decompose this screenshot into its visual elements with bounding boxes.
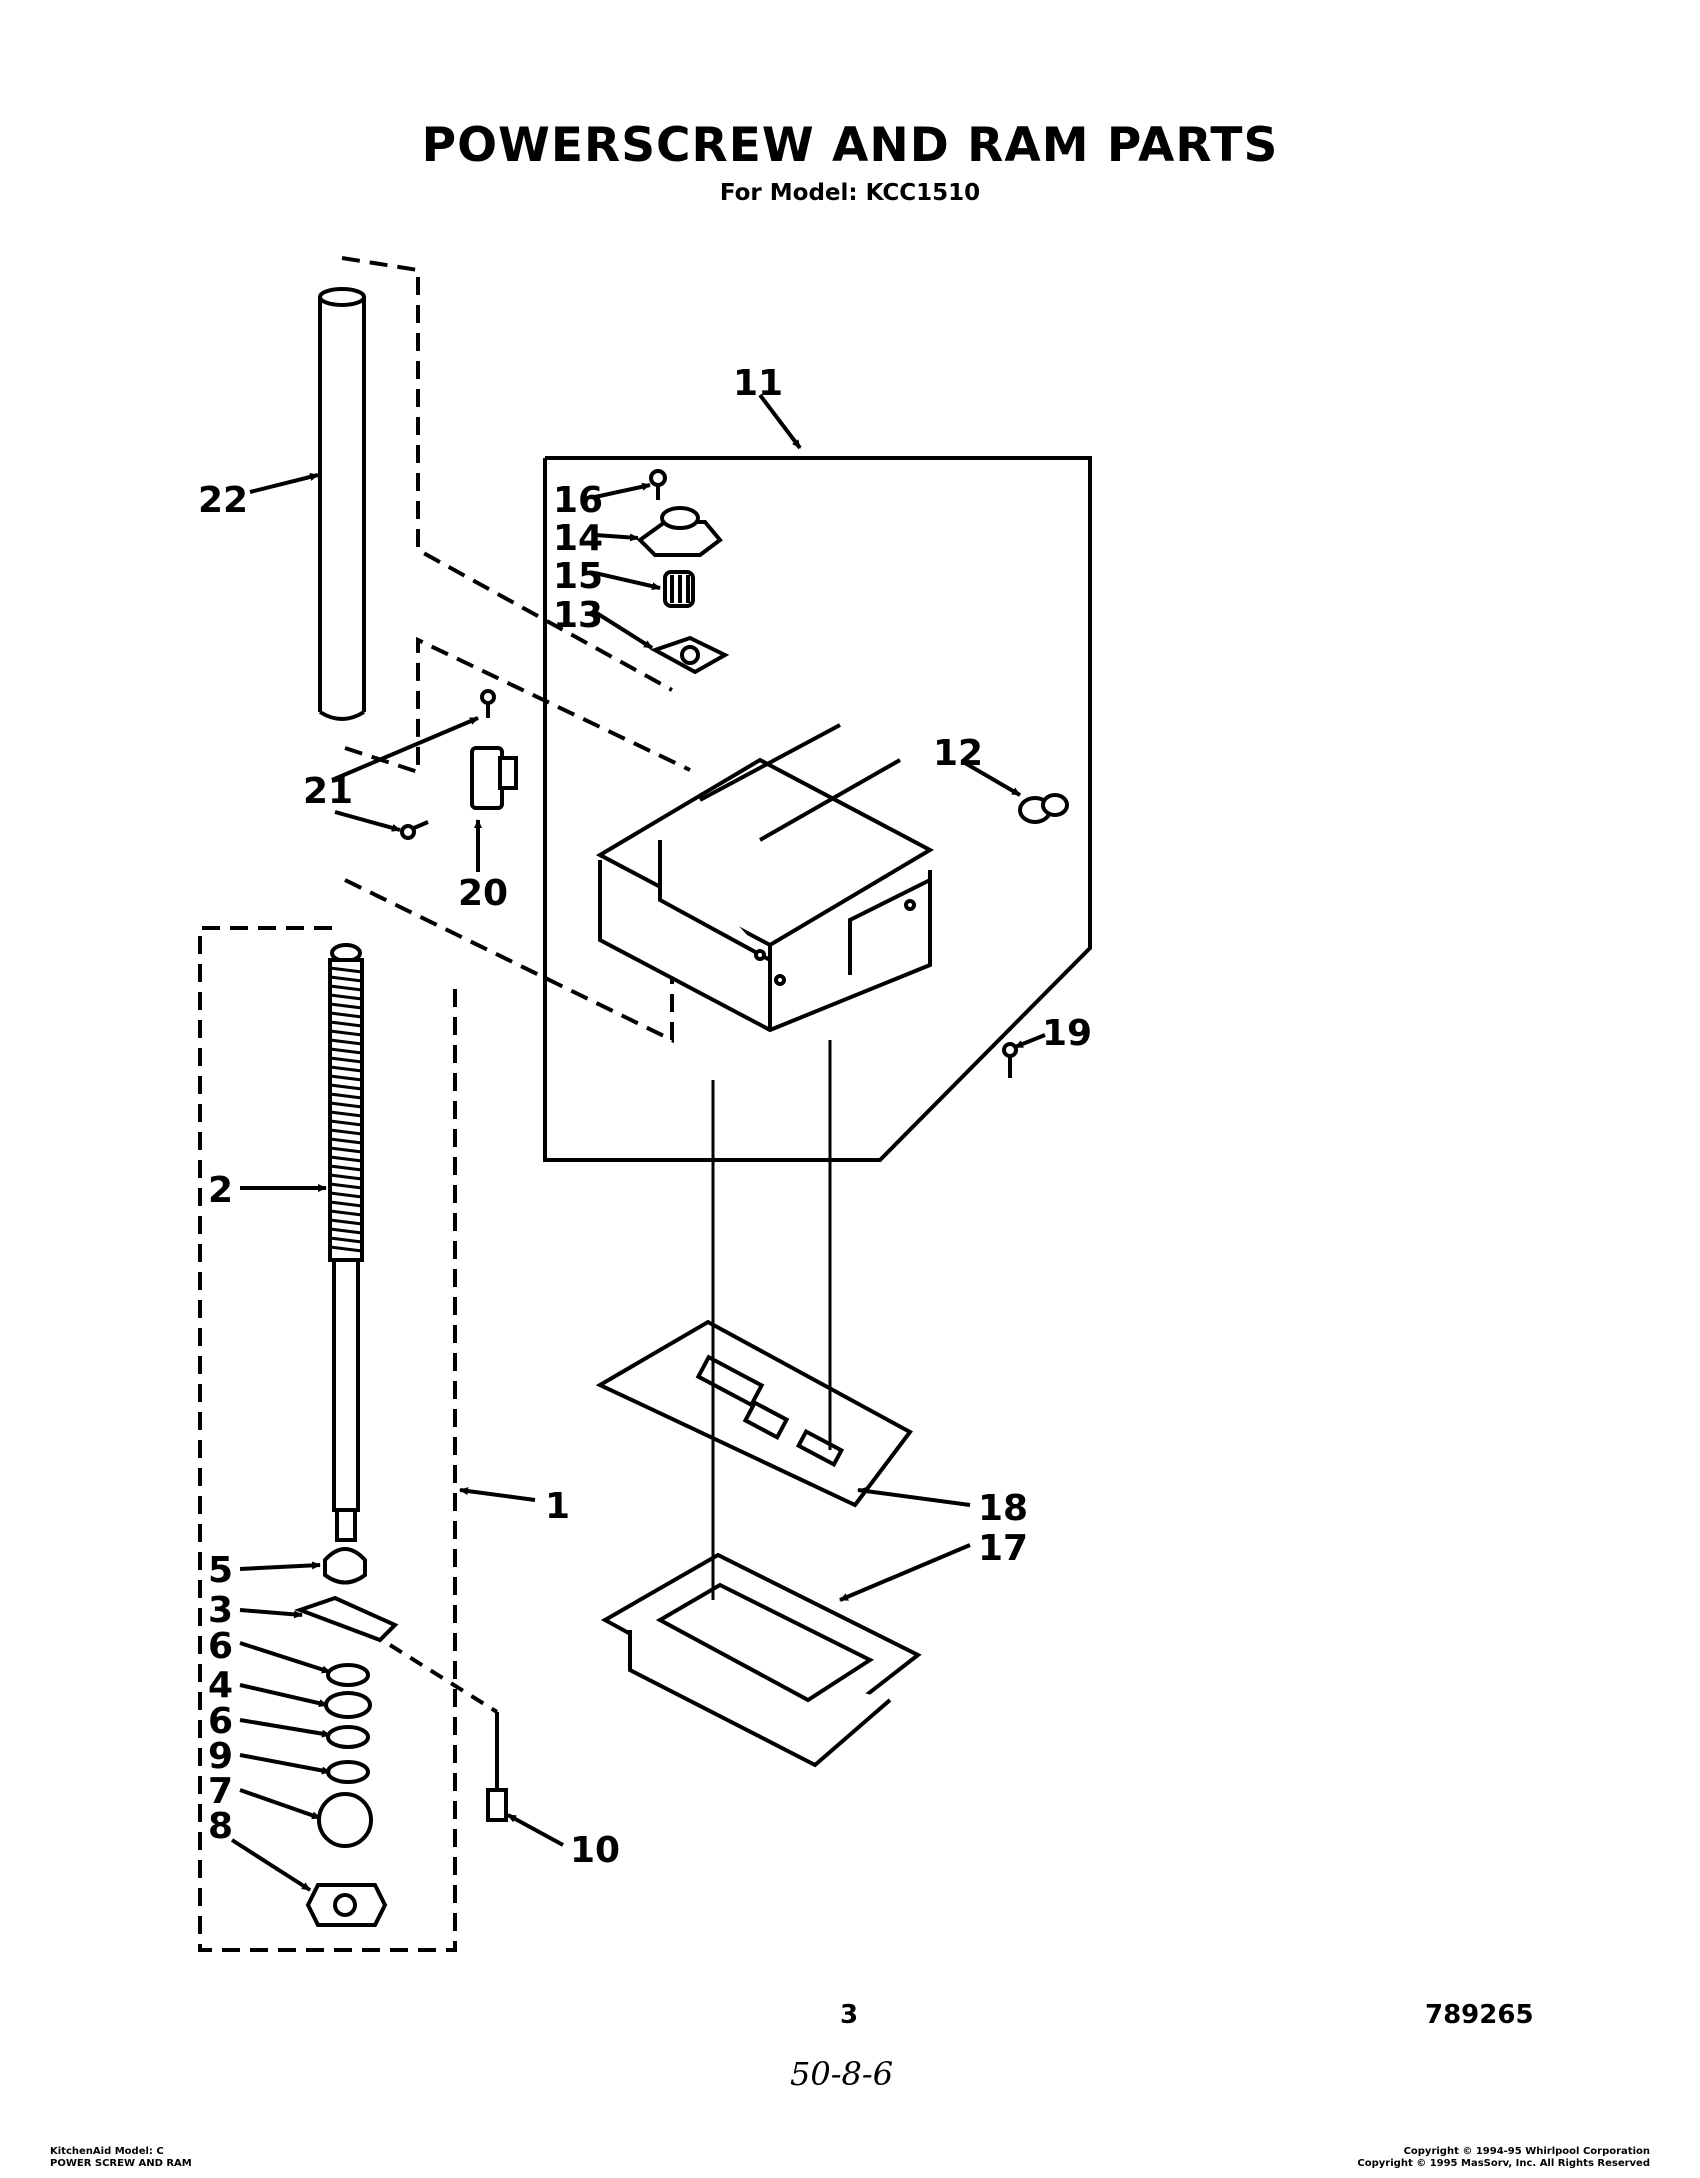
part-7-sprocket — [317, 1792, 373, 1848]
part-4-gear — [324, 1691, 372, 1719]
screw-thread-line — [329, 966, 363, 974]
copyright-line-2: Copyright © 1995 MasSorv, Inc. All Right… — [1357, 2158, 1650, 2169]
callout-21: 21 — [303, 771, 353, 812]
part-6-washer-lower — [326, 1725, 370, 1749]
screw-threads — [329, 966, 363, 1253]
screw-thread-line — [329, 1002, 363, 1010]
callout-6: 6 — [208, 1626, 233, 1667]
part-3-plate — [294, 1595, 399, 1643]
screw-thread-line — [329, 1038, 363, 1046]
part-9-washer — [326, 1760, 370, 1784]
callout-14: 14 — [553, 518, 603, 559]
copyright-line-1: Copyright © 1994-95 Whirlpool Corporatio… — [1403, 2146, 1650, 2157]
screw-thread-line — [329, 1101, 363, 1109]
screw-thread-line — [329, 1236, 363, 1244]
part-12-grommet — [1018, 793, 1069, 824]
dashed-leader-lines — [198, 256, 691, 1952]
screw-thread-line — [329, 984, 363, 992]
leader-arrows — [230, 393, 1046, 1892]
page-number: 3 — [840, 2000, 859, 2030]
callout-17: 17 — [978, 1528, 1028, 1569]
screw-thread-line — [329, 1029, 363, 1037]
part-6-washer — [326, 1663, 370, 1687]
callout-20: 20 — [458, 873, 508, 914]
assembly-11-box — [543, 456, 1092, 1162]
part-16-screw — [649, 469, 667, 500]
screw-thread-line — [329, 1011, 363, 1019]
screw-thread-line — [329, 1164, 363, 1172]
callout-3: 3 — [208, 1590, 233, 1631]
screw-thread-line — [329, 1200, 363, 1208]
screw-thread-line — [329, 1173, 363, 1181]
part-13-plate — [650, 635, 730, 675]
screw-thread-line — [329, 1227, 363, 1235]
callout-11: 11 — [733, 363, 783, 404]
callout-13: 13 — [553, 595, 603, 636]
screw-thread-line — [329, 1209, 363, 1217]
callout-2: 2 — [208, 1170, 233, 1211]
callout-16: 16 — [553, 480, 603, 521]
part-21-screws — [400, 689, 496, 840]
screw-thread-line — [329, 1047, 363, 1055]
part-2-powerscrew — [328, 943, 364, 1542]
screw-thread-line — [329, 1020, 363, 1028]
part-11-bracket — [595, 723, 935, 1033]
part-15-bushing — [663, 570, 695, 608]
callout-1: 1 — [545, 1486, 570, 1527]
footer-copyright: Copyright © 1994-95 Whirlpool Corporatio… — [1357, 2146, 1650, 2170]
screw-thread-line — [329, 1137, 363, 1145]
callout-15: 15 — [553, 556, 603, 597]
screw-thread-line — [329, 1155, 363, 1163]
callout-19: 19 — [1042, 1013, 1092, 1054]
callout-18: 18 — [978, 1488, 1028, 1529]
screw-thread-line — [329, 1074, 363, 1082]
part-5-bearing — [323, 1547, 367, 1585]
screw-thread-line — [329, 1056, 363, 1064]
model-subtitle: For Model: KCC1510 — [719, 180, 981, 206]
callout-4: 4 — [208, 1665, 233, 1706]
document-number: 789265 — [1425, 2000, 1534, 2030]
footer-model-line: KitchenAid Model: C — [50, 2146, 164, 2157]
callout-7: 7 — [208, 1771, 233, 1812]
screw-thread-line — [329, 993, 363, 1001]
screw-thread-line — [329, 1146, 363, 1154]
screw-thread-line — [329, 1182, 363, 1190]
callout-labels: 22 11 16 14 15 13 12 21 20 19 2 1 5 3 6 … — [198, 363, 1092, 1871]
part-17-pan — [600, 1552, 922, 1768]
footer-left: KitchenAid Model: C POWER SCREW AND RAM — [50, 2146, 192, 2170]
screw-thread-line — [329, 1245, 363, 1253]
callout-22: 22 — [198, 480, 248, 521]
footer-section-line: POWER SCREW AND RAM — [50, 2158, 192, 2169]
part-22-tube — [318, 287, 366, 721]
part-19-screw — [1002, 1042, 1018, 1078]
callout-10: 10 — [570, 1830, 620, 1871]
lower-stack-parts — [294, 1547, 508, 1927]
dashed-10 — [388, 1643, 499, 1714]
callout-12: 12 — [933, 733, 983, 774]
screw-thread-line — [329, 1083, 363, 1091]
screw-thread-line — [329, 1110, 363, 1118]
screw-thread-line — [329, 1119, 363, 1127]
screw-thread-line — [329, 1065, 363, 1073]
callout-8: 8 — [208, 1806, 233, 1847]
screw-thread-line — [329, 1218, 363, 1226]
handwritten-note: 50-8-6 — [790, 2055, 894, 2093]
screw-thread-line — [329, 1092, 363, 1100]
part-18-gasket — [595, 1319, 913, 1508]
callout-5: 5 — [208, 1550, 233, 1591]
screw-thread-line — [329, 1191, 363, 1199]
screw-thread-line — [329, 975, 363, 983]
part-20-clip — [470, 746, 518, 810]
callout-9: 9 — [208, 1736, 233, 1777]
screw-thread-line — [329, 1128, 363, 1136]
callout-6b: 6 — [208, 1701, 233, 1742]
vertical-guide-lines — [711, 1040, 832, 1600]
part-10-screw — [486, 1788, 508, 1822]
page-title: POWERSCREW AND RAM PARTS — [421, 118, 1279, 173]
part-14-bearing — [636, 506, 723, 557]
